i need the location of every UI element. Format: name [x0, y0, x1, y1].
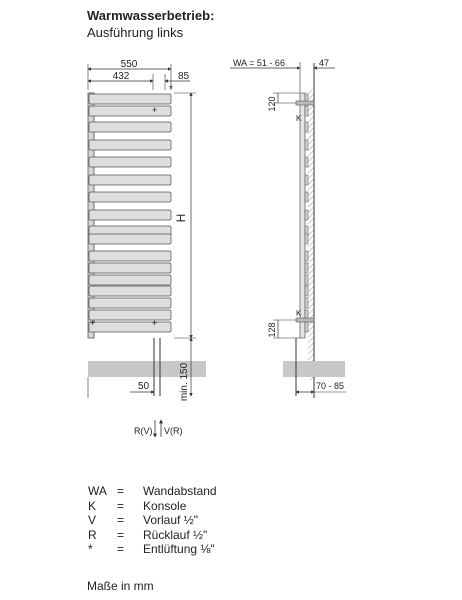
legend-eq: = — [117, 484, 125, 498]
radiator-bar — [88, 309, 172, 321]
legend-key: K — [88, 498, 97, 513]
radiator-bar — [88, 209, 172, 221]
dim-550-label: 550 — [121, 59, 138, 70]
side-fin — [304, 321, 309, 333]
radiator-bar — [88, 139, 172, 151]
dim-50-label: 50 — [138, 381, 150, 392]
legend-key: * — [88, 542, 93, 556]
radiator-bar — [88, 262, 172, 274]
side-floor — [283, 361, 345, 377]
legend-key: V — [88, 513, 97, 527]
dim-min150-label: min. 150 — [179, 362, 190, 401]
dim-128-label: 128 — [267, 322, 277, 337]
dim-h-label: H — [174, 214, 188, 223]
side-fin — [304, 121, 309, 133]
radiator-bar — [88, 121, 172, 133]
side-fin — [304, 209, 309, 221]
front-view: + + + * 550 432 85 H min. 150 50 — [87, 59, 206, 438]
radiator-bar — [88, 156, 172, 168]
legend-key: R — [88, 527, 97, 542]
side-fin — [304, 285, 309, 297]
legend-row: R = Rücklauf ½" — [88, 528, 217, 543]
radiator-bar — [88, 233, 172, 245]
legend-desc: Wandabstand — [143, 484, 217, 498]
legend-eq: = — [117, 498, 125, 513]
radiator-bar — [88, 250, 172, 262]
legend-desc: Rücklauf ½" — [143, 527, 208, 542]
plus-marker-top: + — [152, 105, 157, 115]
side-fin — [304, 156, 309, 168]
legend-eq: = — [117, 527, 125, 542]
legend-desc: Konsole — [143, 498, 187, 513]
radiator-bar — [88, 93, 172, 105]
vr-label: V(R) — [164, 426, 183, 436]
units-footnote: Maße in mm — [87, 579, 154, 593]
side-fin — [304, 297, 309, 309]
legend-eq: = — [117, 542, 125, 556]
k-label-lower: K — [296, 309, 302, 318]
side-fin — [304, 250, 309, 262]
side-radiator-body — [299, 92, 306, 339]
page-title: Warmwasserbetrieb: — [87, 8, 215, 23]
radiator-bar — [88, 321, 172, 333]
console-lower — [295, 317, 315, 323]
dim-47-label: 47 — [319, 58, 329, 68]
page-subtitle: Ausführung links — [87, 25, 184, 40]
front-floor — [88, 361, 206, 377]
radiator-bar — [88, 274, 172, 286]
radiator-bar — [88, 105, 172, 117]
dim-120-label: 120 — [267, 96, 277, 111]
radiator-bar — [88, 285, 172, 297]
legend-desc: Vorlauf ½" — [143, 513, 198, 527]
side-fins — [304, 93, 309, 333]
radiator-bar — [88, 174, 172, 186]
dim-70-85-label: 70 - 85 — [316, 381, 344, 391]
side-fin — [304, 233, 309, 245]
dim-85-label: 85 — [178, 71, 190, 82]
side-wall — [308, 90, 314, 380]
legend-row: WA = Wandabstand — [88, 484, 217, 499]
radiator-bar — [88, 191, 172, 203]
dim-432-label: 432 — [113, 71, 130, 82]
side-fin — [304, 174, 309, 186]
side-view: K K WA = 51 - 66 47 120 128 70 - 85 — [230, 58, 346, 398]
side-fin — [304, 262, 309, 274]
plus-marker-bottom-right: + — [152, 318, 157, 328]
side-fin — [304, 105, 309, 117]
plus-marker-bottom-left: + — [90, 318, 95, 328]
legend-row: * = Entlüftung ⅛" — [88, 542, 217, 557]
console-upper — [295, 100, 315, 106]
side-fin — [304, 274, 309, 286]
dim-wa-label: WA = 51 - 66 — [233, 58, 285, 68]
side-fin — [304, 191, 309, 203]
legend-row: K = Konsole — [88, 499, 217, 514]
radiator-bar — [88, 297, 172, 309]
legend-eq: = — [117, 513, 125, 527]
legend-key: WA — [88, 484, 107, 498]
legend-desc: Entlüftung ⅛" — [143, 542, 215, 556]
radiator-bars — [88, 93, 172, 333]
legend: WA = Wandabstand K = Konsole V = Vorlauf ½" R =… — [88, 484, 217, 557]
legend-row: V = Vorlauf ½" — [88, 513, 217, 528]
rv-label: R(V) — [134, 426, 153, 436]
side-fin — [304, 139, 309, 151]
k-label-upper: K — [296, 114, 302, 123]
